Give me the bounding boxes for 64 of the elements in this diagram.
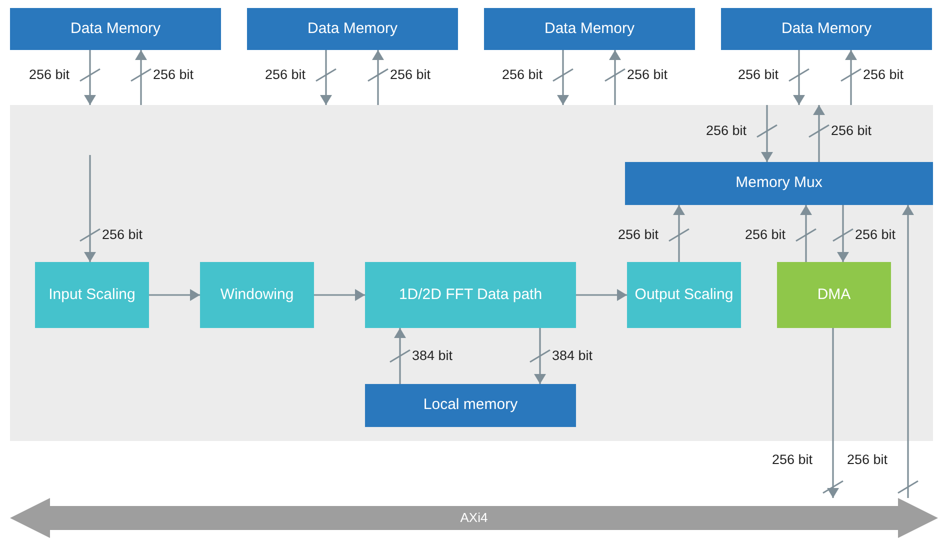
block-label: Data Memory: [306, 18, 399, 39]
mux-block: [625, 162, 933, 205]
process-block: [35, 262, 149, 328]
memory-block: [721, 8, 932, 50]
edge-label: 256 bit: [502, 67, 543, 83]
block-label: Windowing: [219, 284, 295, 305]
block-label: Output Scaling: [634, 284, 734, 305]
edge-label: 256 bit: [772, 452, 813, 468]
process-block: [365, 262, 576, 328]
arrow: [800, 205, 812, 262]
edge-label: 256 bit: [153, 67, 194, 83]
process-block: [200, 262, 314, 328]
arrow: [557, 50, 569, 105]
block-label: Data Memory: [780, 18, 873, 39]
arrow: [314, 289, 365, 301]
arrow: [793, 50, 805, 105]
block-label: Memory Mux: [734, 173, 824, 194]
block-label: Input Scaling: [48, 284, 136, 305]
arrow: [534, 328, 546, 384]
arrow: [845, 50, 857, 105]
edge-label: 256 bit: [831, 123, 872, 139]
edge-label: 256 bit: [265, 67, 306, 83]
arrow: [84, 155, 96, 262]
arrow: [320, 50, 332, 105]
subsystem-panel: [10, 105, 933, 441]
block-label: Local memory: [422, 395, 519, 416]
arrow: [149, 289, 200, 301]
block-label: AXi4: [459, 509, 489, 527]
memory-block: [10, 8, 221, 50]
edge-label: 256 bit: [847, 452, 888, 468]
arrow: [673, 205, 685, 262]
bus-arrow: [10, 498, 938, 538]
edge-label: 384 bit: [552, 348, 593, 364]
edge-label: 256 bit: [29, 67, 70, 83]
arrow: [609, 50, 621, 105]
edge-label: 256 bit: [738, 67, 779, 83]
memory-block: [365, 384, 576, 427]
arrow: [813, 105, 825, 162]
edge-label: 256 bit: [390, 67, 431, 83]
block-label: 1D/2D FFT Data path: [398, 284, 544, 305]
memory-block: [247, 8, 458, 50]
dma-block: [777, 262, 891, 328]
arrow: [394, 328, 406, 384]
process-block: [627, 262, 741, 328]
arrow: [827, 328, 839, 498]
edge-label: 256 bit: [627, 67, 668, 83]
edge-label: 256 bit: [745, 227, 786, 243]
edge-label: 256 bit: [618, 227, 659, 243]
arrow: [576, 289, 627, 301]
arrow: [902, 205, 914, 498]
arrow: [135, 50, 147, 105]
block-label: DMA: [816, 284, 852, 305]
arrow: [837, 205, 849, 262]
arrow: [84, 50, 96, 105]
memory-block: [484, 8, 695, 50]
edge-label: 256 bit: [863, 67, 904, 83]
edge-label: 256 bit: [855, 227, 896, 243]
edge-label: 256 bit: [706, 123, 747, 139]
edge-label: 384 bit: [412, 348, 453, 364]
edge-label: 256 bit: [102, 227, 143, 243]
block-label: Data Memory: [543, 18, 636, 39]
block-label: Data Memory: [69, 18, 162, 39]
arrow: [761, 105, 773, 162]
arrow: [372, 50, 384, 105]
